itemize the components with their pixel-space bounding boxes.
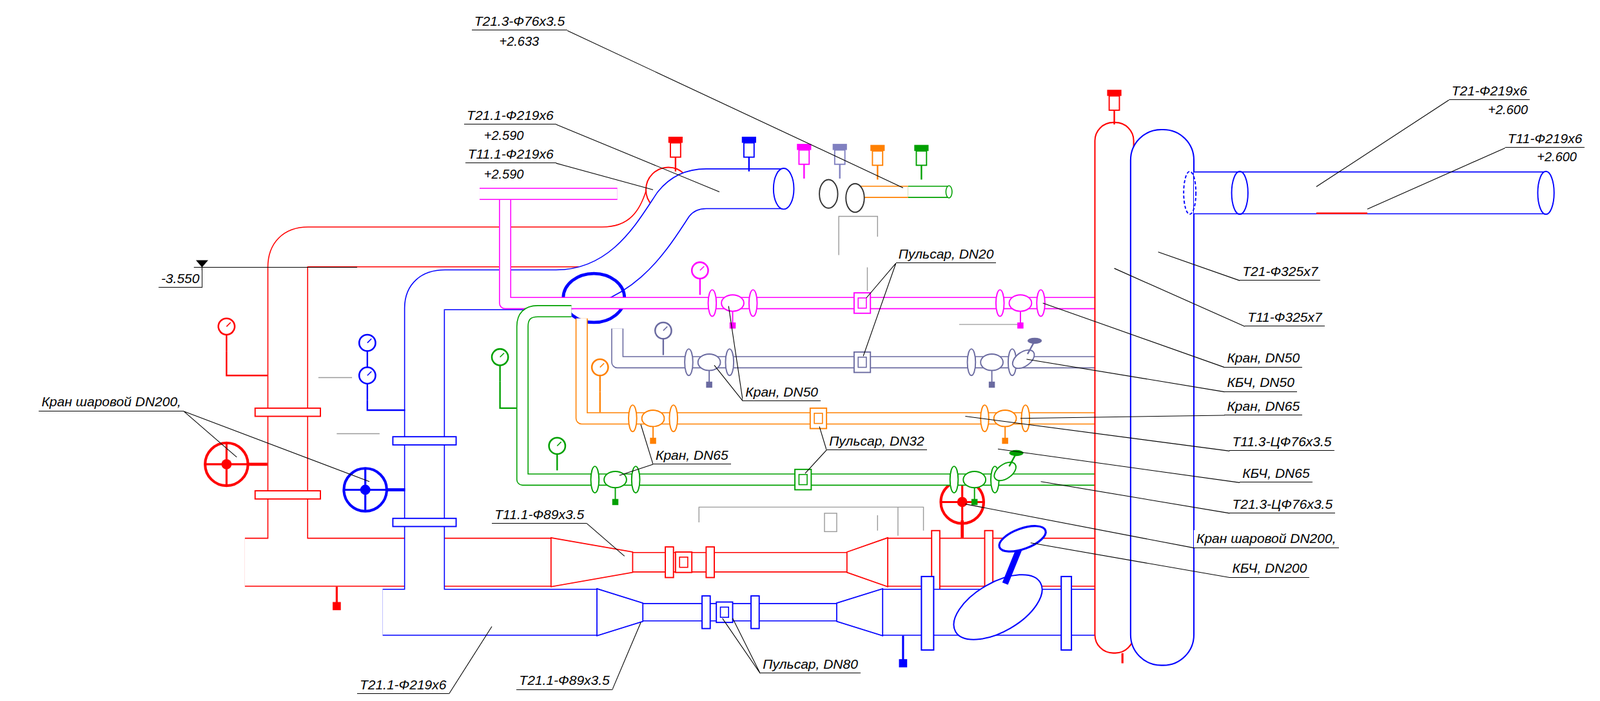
callout-label: КБЧ, DN65 — [1239, 464, 1312, 483]
callout-label: Кран, DN65 — [1224, 397, 1303, 416]
callout-label: Кран, DN65 — [653, 446, 732, 465]
callout-label: Т11.3-ЦФ76x3.5 — [1229, 433, 1334, 451]
elevation-value: +2.633 — [497, 33, 541, 49]
callout-label: Кран, DN50 — [1224, 349, 1303, 367]
callout-label: Кран, DN50 — [742, 383, 821, 401]
elevation-value: +2.590 — [482, 127, 526, 144]
callout-label: КБЧ, DN50 — [1224, 373, 1297, 392]
supply-piping — [204, 166, 1123, 663]
callout-label: -3.550 — [158, 270, 203, 288]
elevation-value: +2.600 — [1486, 101, 1530, 118]
callout-label: Т21.3-ЦФ76x3.5 — [1229, 495, 1336, 514]
callout-label: Т21.1-Ф219x6 — [464, 107, 557, 125]
instruments — [218, 136, 929, 470]
callout-label: Т21.1-Ф89x3.5 — [516, 671, 612, 690]
return-piping — [343, 168, 1131, 668]
callout-label: Т21.3-Ф76x3.5 — [471, 12, 568, 31]
callout-label: Т11-Ф325x7 — [1244, 308, 1325, 327]
callout-label: КБЧ, DN200 — [1229, 559, 1310, 577]
elevation-value: +2.600 — [1535, 148, 1579, 165]
callout-label: Т11.1-Ф219x6 — [465, 145, 557, 164]
leader-lines — [183, 30, 1506, 693]
bypass-lines — [479, 179, 1129, 505]
elevation-value: +2.590 — [482, 166, 526, 182]
callout-label: Т11-Ф219x6 — [1505, 130, 1586, 148]
callout-label: Т21-Ф325x7 — [1239, 263, 1321, 281]
callout-label: Кран шаровой DN200, — [38, 393, 184, 411]
callout-label: Т21.1-Ф219x6 — [357, 676, 450, 694]
callout-label: Пульсар, DN32 — [826, 432, 927, 450]
collector — [1094, 89, 1554, 665]
elevation-mark — [195, 259, 209, 267]
callout-label: Т11.1-Ф89x3.5 — [491, 506, 587, 524]
callout-label: Кран шаровой DN200, — [1193, 529, 1339, 548]
callout-label: Т21-Ф219x6 — [1449, 82, 1530, 100]
callout-label: Пульсар, DN80 — [760, 655, 861, 674]
callout-label: Пульсар, DN20 — [896, 245, 997, 264]
